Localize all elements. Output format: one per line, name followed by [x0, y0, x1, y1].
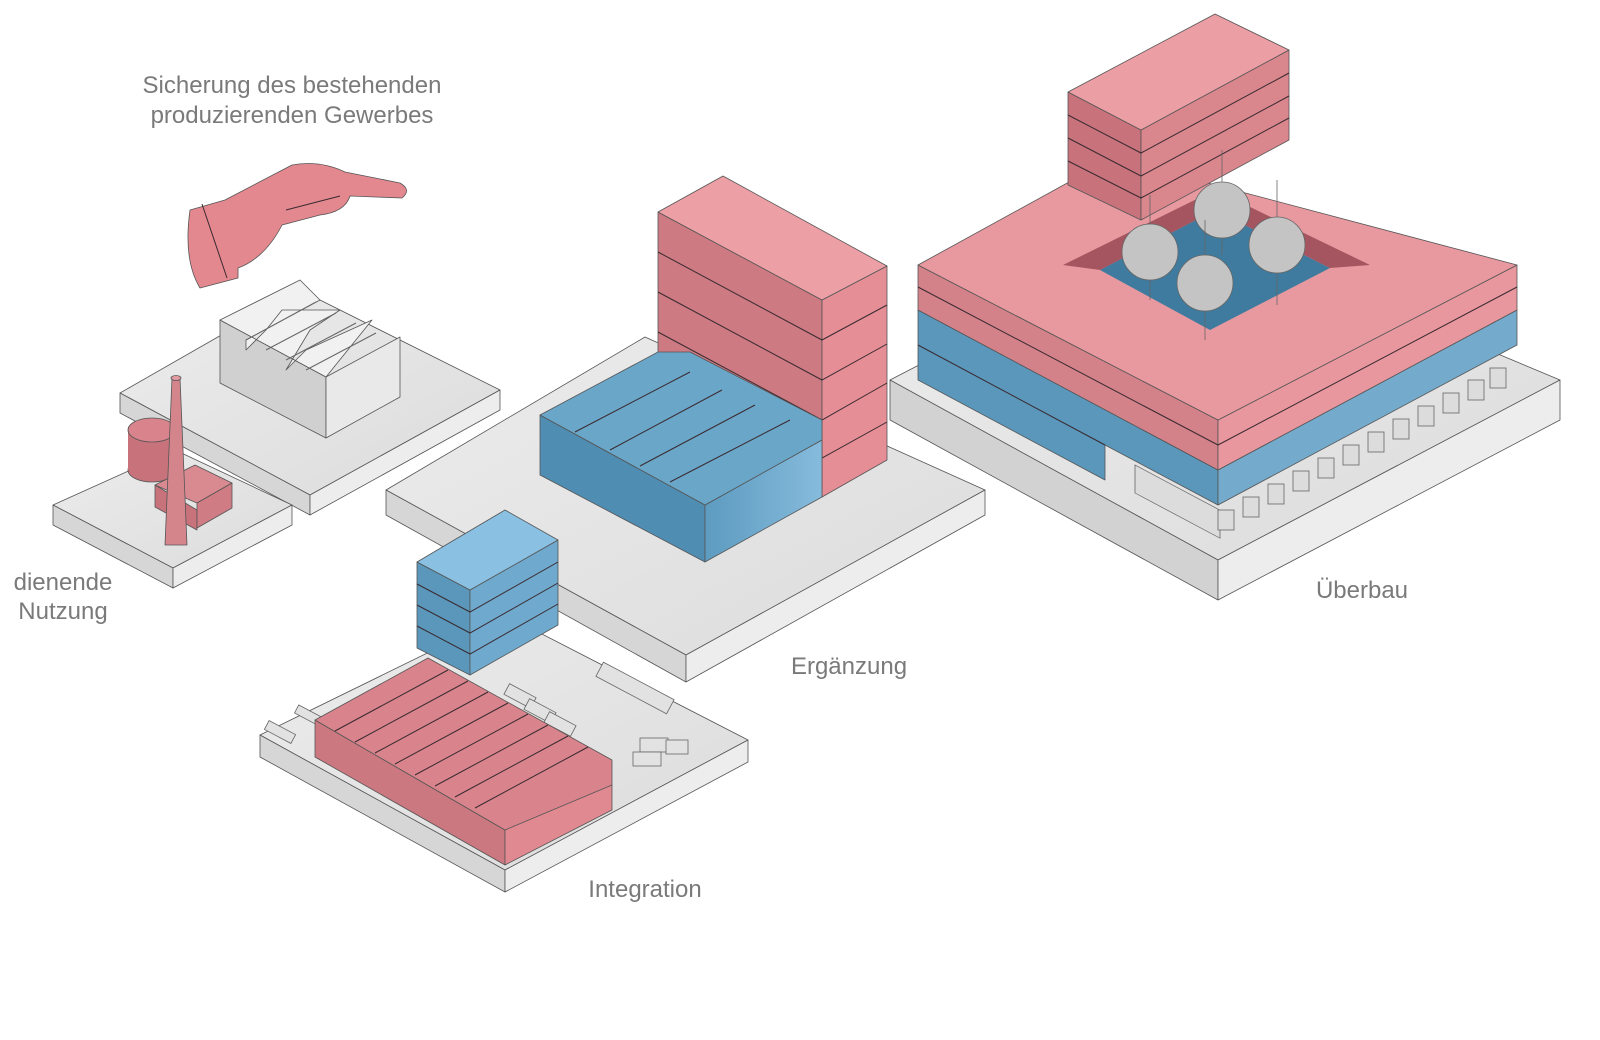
- label-ergaenzung: Ergänzung: [791, 653, 907, 680]
- title-line-2: produzierenden Gewerbes: [151, 102, 434, 129]
- vehicles: [263, 661, 689, 767]
- label-integration: Integration: [588, 876, 701, 903]
- label-dienende-line-1: dienende: [14, 569, 113, 596]
- serving-use-plate: [52, 375, 293, 589]
- protecting-hand-icon: [187, 163, 407, 289]
- label-dienende-line-2: Nutzung: [18, 598, 107, 625]
- label-ueberbau: Überbau: [1316, 577, 1408, 604]
- title-line-1: Sicherung des bestehenden: [143, 72, 442, 99]
- courtyard-trees: [1121, 150, 1306, 340]
- truck-row: [1134, 367, 1507, 539]
- ergaenzung-building: [539, 175, 888, 563]
- ueberbau-building: [917, 13, 1518, 539]
- integration-building: [263, 509, 689, 866]
